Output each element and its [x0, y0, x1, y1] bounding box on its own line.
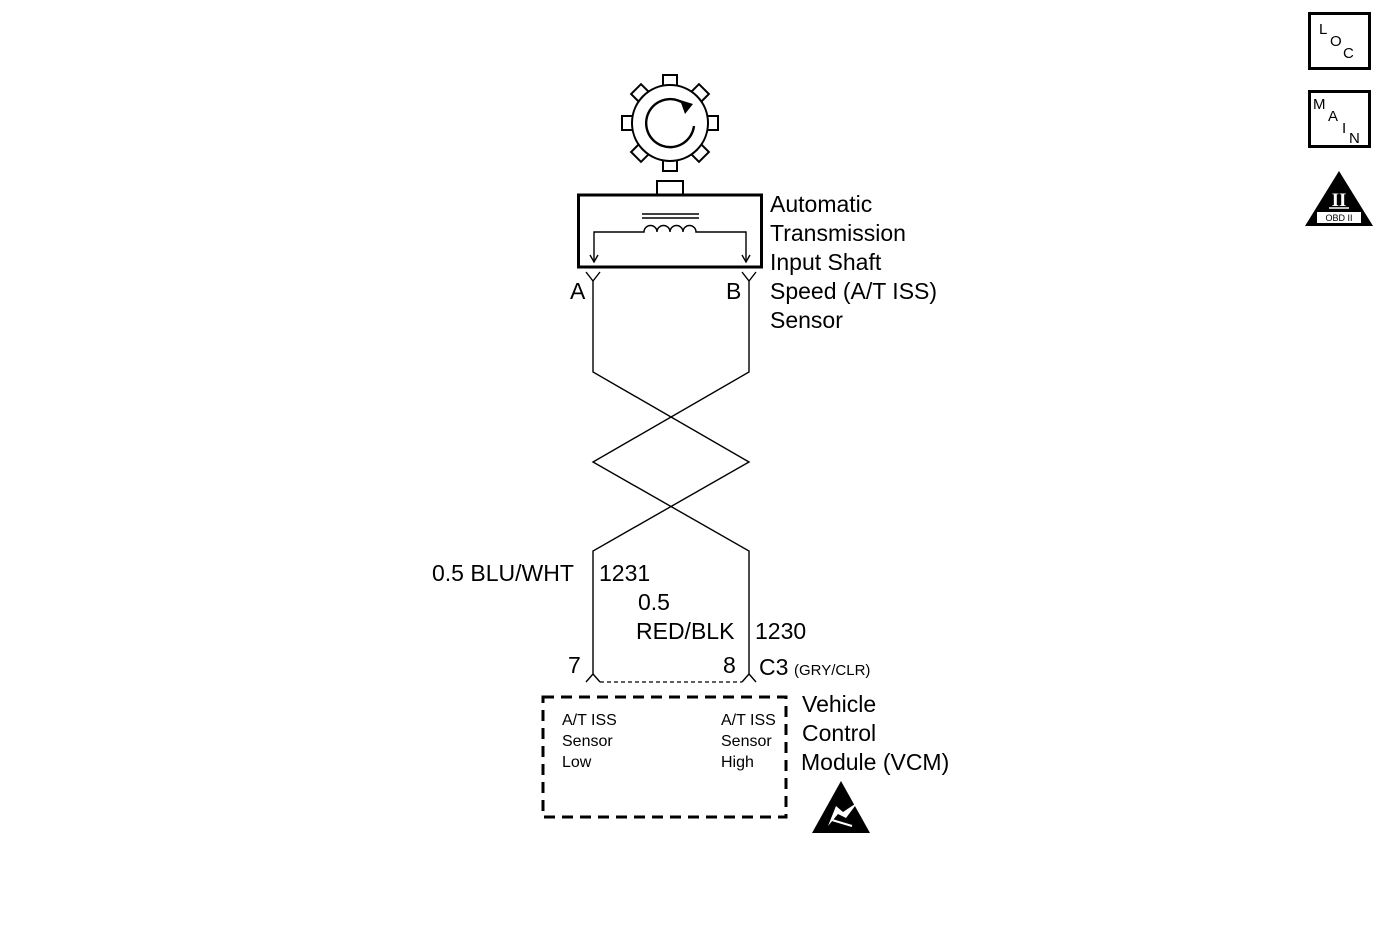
svg-text:Vehicle: Vehicle [802, 691, 876, 717]
svg-text:II: II [1332, 190, 1347, 211]
svg-text:C: C [1343, 45, 1354, 62]
svg-text:A: A [1328, 108, 1338, 125]
svg-text:A/T ISS: A/T ISS [721, 712, 776, 729]
svg-text:L: L [1319, 21, 1327, 38]
svg-text:RED/BLK: RED/BLK [636, 618, 735, 644]
svg-text:Low: Low [562, 754, 592, 771]
reluctor-wheel-icon [621, 74, 719, 172]
svg-text:B: B [726, 278, 741, 304]
svg-text:O: O [1330, 33, 1342, 50]
sensor-terminal-a: A [570, 271, 601, 304]
connector-c3: 7 8 C3 (GRY/CLR) [568, 652, 870, 683]
svg-text:Transmission: Transmission [770, 220, 906, 246]
svg-text:I: I [1342, 120, 1346, 137]
svg-text:M: M [1313, 96, 1326, 113]
sensor-housing [577, 180, 763, 269]
svg-text:Control: Control [802, 720, 876, 746]
svg-text:Sensor: Sensor [562, 733, 613, 750]
svg-text:Automatic: Automatic [770, 191, 872, 217]
svg-text:1231: 1231 [599, 560, 650, 586]
wire-label-right: 0.5 RED/BLK 1230 [636, 589, 806, 644]
vcm-name: Vehicle Control Module (VCM) [801, 691, 949, 775]
svg-text:OBD II: OBD II [1325, 213, 1352, 223]
wire-1230 [591, 281, 750, 674]
twisted-pair-wires [591, 281, 751, 674]
svg-text:Speed (A/T ISS): Speed (A/T ISS) [770, 278, 937, 304]
svg-text:Input Shaft: Input Shaft [770, 249, 882, 275]
svg-text:0.5 BLU/WHT: 0.5 BLU/WHT [432, 560, 574, 586]
svg-text:Sensor: Sensor [721, 733, 772, 750]
svg-text:(GRY/CLR): (GRY/CLR) [794, 662, 870, 679]
loc-badge-icon[interactable]: L O C [1308, 12, 1371, 70]
svg-text:1230: 1230 [755, 618, 806, 644]
svg-text:Module (VCM): Module (VCM) [801, 749, 949, 775]
svg-text:High: High [721, 754, 754, 771]
wire-label-left: 0.5 BLU/WHT 1231 [432, 560, 650, 586]
svg-text:A: A [570, 278, 586, 304]
esd-warning-icon [812, 781, 870, 833]
svg-text:8: 8 [723, 652, 736, 678]
svg-text:C3: C3 [759, 654, 788, 680]
svg-text:Sensor: Sensor [770, 307, 843, 333]
obd2-badge-icon[interactable]: II OBD II [1305, 171, 1373, 226]
sensor-name: Automatic Transmission Input Shaft Speed… [770, 191, 937, 333]
svg-text:N: N [1349, 130, 1360, 147]
main-badge-icon[interactable]: M A I N [1308, 90, 1371, 148]
svg-text:7: 7 [568, 652, 581, 678]
vcm-module: A/T ISS Sensor Low A/T ISS Sensor High [541, 695, 788, 819]
svg-text:A/T ISS: A/T ISS [562, 712, 617, 729]
wire-1231 [592, 281, 751, 674]
svg-text:0.5: 0.5 [638, 589, 670, 615]
sensor-terminal-b: B [726, 271, 757, 304]
